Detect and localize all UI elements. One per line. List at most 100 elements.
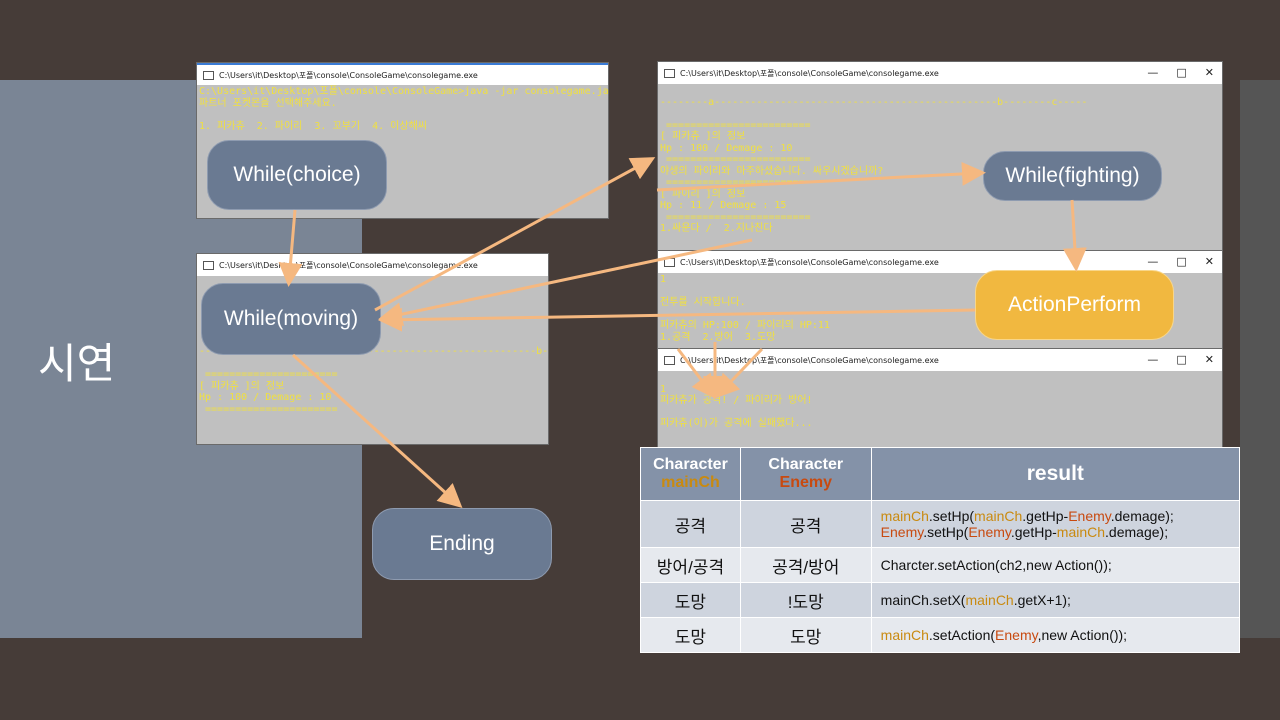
- cell-enemy-action: 공격/방어: [739, 547, 872, 583]
- cell-enemy-action: 공격: [739, 500, 872, 548]
- code-token: .demage);: [1110, 508, 1174, 524]
- console-line: 전투를 시작합니다.: [660, 297, 746, 308]
- console-line: C:\Users\it\Desktop\포폴\console\ConsoleGa…: [199, 86, 609, 97]
- maximize-icon[interactable]: □: [1176, 66, 1187, 79]
- node-while-moving: While(moving): [201, 283, 381, 355]
- maximize-icon[interactable]: □: [1176, 255, 1187, 268]
- header-mainch: Character mainCh: [640, 447, 741, 501]
- code-token: .getHp-: [1022, 508, 1069, 524]
- cell-mainch-action: 방어/공격: [640, 547, 741, 583]
- code-token: mainCh: [974, 508, 1023, 524]
- console-line: --------a-------------------------------…: [660, 96, 1088, 108]
- code-token: mainCh: [965, 592, 1014, 608]
- minimize-icon[interactable]: —: [1147, 353, 1159, 366]
- cell-result-code: Charcter.setAction(ch2,new Action());: [870, 547, 1241, 583]
- console-line: [660, 85, 1087, 97]
- console-line: [660, 108, 1087, 120]
- code-line: mainCh.setX(mainCh.getX+1);: [881, 592, 1239, 608]
- code-token: .setHp(: [928, 508, 975, 524]
- window-title: C:\Users\it\Desktop\포폴\console\ConsoleGa…: [680, 68, 939, 78]
- cell-mainch-action: 도망: [640, 582, 741, 618]
- cell-result-code: mainCh.setHp(mainCh.getHp-Enemy.demage);…: [870, 500, 1241, 548]
- console-line: --------a-------------------------------…: [199, 346, 549, 357]
- action-result-table: Character mainCh Character Enemy result …: [640, 447, 1241, 653]
- console-window-result: C:\Users\it\Desktop\포폴\console\ConsoleGa…: [657, 348, 1223, 448]
- window-title: C:\Users\it\Desktop\포폴\console\ConsoleGa…: [219, 70, 478, 80]
- code-token: .setAction(: [928, 627, 996, 643]
- header-character-label: Character: [653, 456, 728, 473]
- header-enemy-label: Enemy: [779, 474, 832, 491]
- maximize-icon[interactable]: □: [1176, 353, 1187, 366]
- window-controls: — □ ✕: [1147, 66, 1214, 79]
- console-line: 1. 피카츄 2. 파이리 3. 꼬부기 4. 이상해씨: [199, 120, 427, 132]
- console-line: [ 피카츄 ]의 정보: [660, 131, 746, 142]
- close-icon[interactable]: ✕: [1204, 66, 1214, 79]
- console-line: 1: [660, 383, 667, 395]
- code-line: mainCh.setHp(mainCh.getHp-Enemy.demage);: [881, 508, 1239, 524]
- window-title: C:\Users\it\Desktop\포폴\console\ConsoleGa…: [680, 257, 939, 267]
- code-token: Enemy: [995, 627, 1038, 643]
- window-title: C:\Users\it\Desktop\포폴\console\ConsoleGa…: [219, 260, 478, 270]
- header-character-label: Character: [768, 456, 844, 473]
- code-line: Enemy.setHp(Enemy.getHp-mainCh.demage);: [881, 524, 1239, 540]
- node-while-fighting: While(fighting): [983, 151, 1162, 201]
- header-enemy: Character Enemy: [739, 447, 872, 501]
- code-token: ,new Action());: [1037, 627, 1128, 643]
- console-icon: [203, 260, 214, 270]
- window-titlebar: C:\Users\it\Desktop\포폴\console\ConsoleGa…: [658, 349, 1222, 371]
- console-line: 피카츄의 HP:100 / 파이리의 HP:11: [660, 320, 830, 331]
- code-token: Enemy: [1068, 508, 1111, 524]
- node-ending: Ending: [372, 508, 552, 580]
- console-line: ========================: [660, 154, 811, 165]
- console-line: ======================: [199, 369, 338, 380]
- code-token: .setHp(: [923, 524, 969, 540]
- console-line: 피카츄(이)가 공격에 실패했다...: [660, 418, 813, 429]
- console-line: [660, 407, 813, 419]
- minimize-icon[interactable]: —: [1147, 255, 1159, 268]
- close-icon[interactable]: ✕: [1204, 255, 1214, 268]
- close-icon[interactable]: ✕: [1204, 353, 1214, 366]
- window-title: C:\Users\it\Desktop\포폴\console\ConsoleGa…: [680, 355, 939, 365]
- console-line: 1.싸운다 / 2.지나친다: [660, 223, 773, 234]
- cell-enemy-action: !도망: [739, 582, 872, 618]
- code-token: Enemy: [880, 524, 924, 540]
- console-output: C:\Users\it\Desktop\포폴\console\ConsoleGa…: [199, 86, 609, 132]
- console-line: Hp : 100 / Demage : 10: [199, 392, 332, 403]
- console-line: Hp : 100 / Demage : 10: [660, 142, 793, 154]
- window-titlebar: C:\Users\it\Desktop\포폴\console\ConsoleGa…: [658, 62, 1222, 84]
- console-line: 피카츄가 공격! / 파이리가 방어!: [660, 395, 813, 406]
- code-token: .demage);: [1105, 524, 1169, 540]
- console-line: ========================: [660, 119, 811, 131]
- code-token: .getX+1);: [1013, 592, 1071, 608]
- cell-mainch-action: 도망: [640, 617, 741, 653]
- console-line: [199, 358, 548, 370]
- console-line: [199, 109, 608, 121]
- code-line: Charcter.setAction(ch2,new Action());: [881, 557, 1239, 573]
- code-line: mainCh.setAction(Enemy,new Action());: [881, 627, 1239, 643]
- code-token: .getHp-: [1010, 524, 1057, 540]
- console-line: Hp : 11 / Demage : 15: [660, 200, 787, 211]
- console-icon: [664, 68, 675, 78]
- console-line: [660, 309, 830, 321]
- console-line: 야생의 파이리와 마주하셨습니다. 싸우시겠습니까?: [660, 165, 884, 177]
- console-line: ======================: [199, 403, 338, 415]
- header-mainch-label: mainCh: [661, 474, 720, 491]
- console-output: --------a-------------------------------…: [199, 277, 549, 415]
- cell-enemy-action: 도망: [739, 617, 872, 653]
- code-token: mainCh: [880, 627, 929, 643]
- window-titlebar: C:\Users\it\Desktop\포폴\console\ConsoleGa…: [197, 254, 548, 276]
- console-line: [660, 372, 813, 384]
- console-line: [660, 286, 830, 298]
- code-token: Enemy: [968, 524, 1011, 540]
- console-line: 파트너 포켓몬을 선택해주세요.: [199, 97, 337, 109]
- window-titlebar: C:\Users\it\Desktop\포폴\console\ConsoleGa…: [197, 63, 608, 85]
- minimize-icon[interactable]: —: [1147, 66, 1159, 79]
- cell-result-code: mainCh.setAction(Enemy,new Action());: [870, 617, 1241, 653]
- console-icon: [203, 70, 214, 80]
- window-controls: — □ ✕: [1147, 255, 1214, 268]
